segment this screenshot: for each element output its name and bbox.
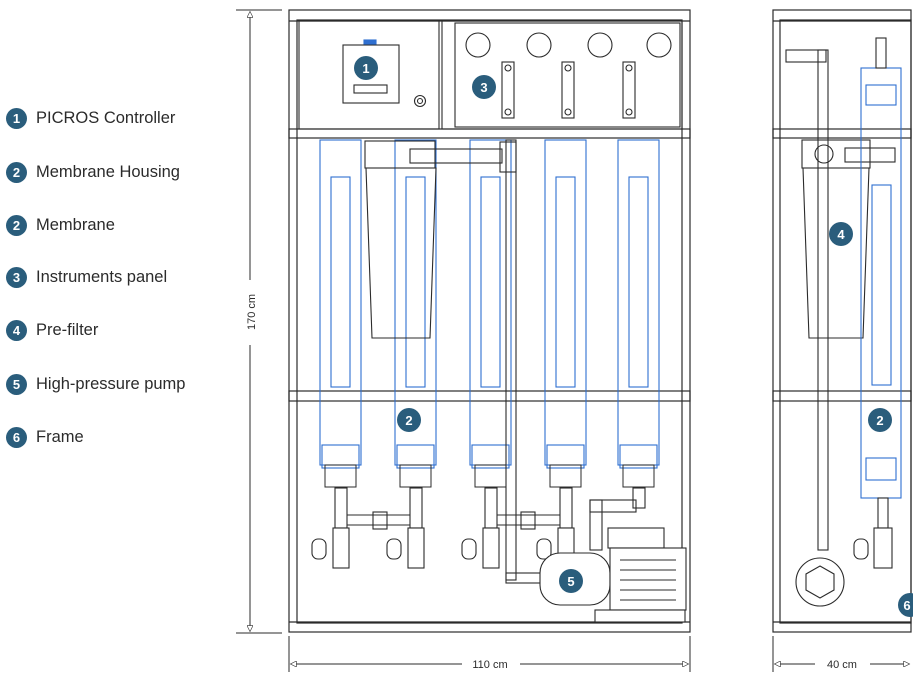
pump-callout: 5 <box>559 569 583 593</box>
svg-text:6: 6 <box>903 598 910 613</box>
legend-label: Instruments panel <box>36 267 168 286</box>
svg-text:2: 2 <box>876 413 883 428</box>
legend-item-frame: 6 Frame <box>6 425 84 449</box>
legend-badge: 2 <box>6 214 27 236</box>
side-frame <box>772 9 912 633</box>
controller-callout: 1 <box>354 56 378 80</box>
legend-label: Membrane Housing <box>36 162 180 181</box>
instruments-panel <box>441 20 683 130</box>
side-width-label: 40 cm <box>827 659 857 671</box>
legend-badge: 6 <box>6 426 27 448</box>
legend-item-membrane-housing: 2 Membrane Housing <box>6 160 180 184</box>
side-fittings <box>795 37 893 607</box>
svg-text:3: 3 <box>480 80 487 95</box>
svg-text:5: 5 <box>567 574 574 589</box>
height-dimension <box>236 9 282 634</box>
prefilter-front <box>364 140 517 339</box>
side-prefilter <box>785 49 896 551</box>
legend-item-membrane: 2 Membrane <box>6 213 115 237</box>
legend-item-picros-controller: 1 PICROS Controller <box>6 106 175 130</box>
legend-label: PICROS Controller <box>36 108 176 127</box>
frame-callout: 6 <box>898 593 913 617</box>
instruments-callout: 3 <box>472 75 496 99</box>
membrane-side-callout: 2 <box>868 408 892 432</box>
front-piping <box>334 139 646 584</box>
legend-item-instruments-panel: 3 Instruments panel <box>6 265 167 289</box>
pump <box>539 527 687 623</box>
prefilter-callout: 4 <box>829 222 853 246</box>
legend-label: Pre-filter <box>36 320 99 339</box>
legend-item-pre-filter: 4 Pre-filter <box>6 318 98 342</box>
side-width-dimension <box>772 636 909 672</box>
controller-panel <box>298 20 440 130</box>
legend-badge: 2 <box>6 161 27 183</box>
svg-text:4: 4 <box>837 227 845 242</box>
front-width-label: 110 cm <box>472 659 507 671</box>
front-valves <box>311 527 575 569</box>
side-membrane-housing <box>860 67 902 499</box>
front-width-dimension <box>288 636 691 672</box>
legend-label: Frame <box>36 427 84 446</box>
height-dimension-label: 170 cm <box>246 294 258 330</box>
legend-item-high-pressure-pump: 5 High-pressure pump <box>6 372 185 396</box>
svg-text:1: 1 <box>362 61 369 76</box>
legend-badge: 4 <box>6 319 27 341</box>
legend-badge: 5 <box>6 373 27 395</box>
membrane-front-callout: 2 <box>397 408 421 432</box>
svg-text:2: 2 <box>405 413 412 428</box>
legend-badge: 3 <box>6 266 27 288</box>
legend-label: High-pressure pump <box>36 374 186 393</box>
legend-badge: 1 <box>6 107 27 129</box>
legend-label: Membrane <box>36 215 115 234</box>
